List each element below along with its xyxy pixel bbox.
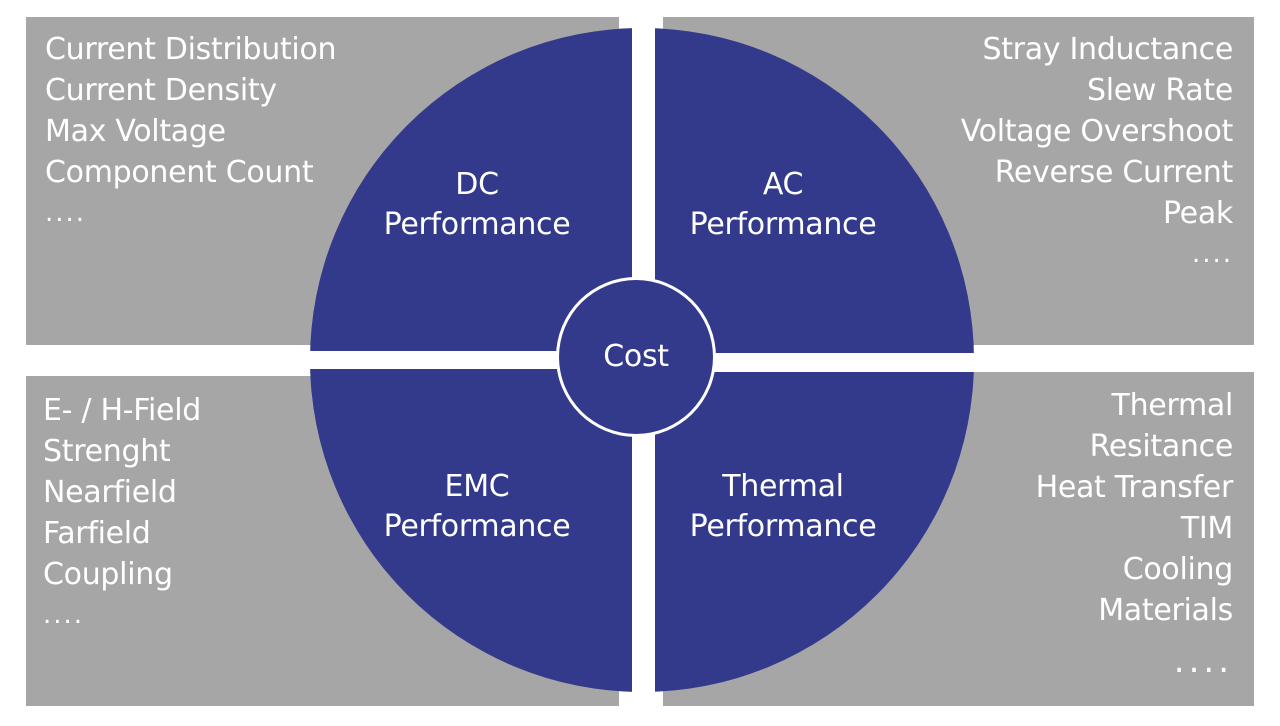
quadrant-emc-title: EMC	[444, 469, 510, 504]
list-item: E- / H-Field	[43, 393, 201, 428]
quadrant-dc-subtitle: Performance	[383, 207, 571, 242]
emc-factors-list: E- / H-Field Strenght Nearfield Farfield…	[43, 390, 201, 636]
list-item: Voltage Overshoot	[960, 114, 1234, 149]
quadrant-dc-title: DC	[455, 167, 499, 202]
list-item: Current Density	[45, 73, 277, 108]
list-item: Reverse Current	[994, 155, 1234, 190]
list-item-ellipsis: ....	[43, 600, 85, 630]
quadrant-thermal-subtitle: Performance	[689, 509, 877, 544]
quadrant-ac-subtitle: Performance	[689, 207, 877, 242]
quadrant-emc-subtitle: Performance	[383, 509, 571, 544]
quadrant-ac-title: AC	[762, 167, 804, 202]
list-item: Materials	[1098, 593, 1233, 628]
list-item: Resitance	[1089, 429, 1234, 464]
list-item-ellipsis: ....	[1191, 239, 1233, 269]
list-item: Cooling	[1122, 552, 1234, 587]
list-item: Component Count	[45, 155, 314, 190]
quadrant-emc-label: EMC Performance	[347, 467, 607, 547]
center-circle	[559, 280, 713, 434]
dc-factors-list: Current Distribution Current Density Max…	[45, 29, 337, 234]
center-cost-label: Cost	[603, 339, 669, 374]
list-item: TIM	[1180, 511, 1233, 546]
quadrant-thermal-label: Thermal Performance	[653, 467, 913, 547]
thermal-factors-list: Thermal Resitance Heat Transfer TIM Cool…	[1035, 385, 1234, 691]
list-item-ellipsis: ....	[45, 198, 87, 228]
list-item: Farfield	[43, 516, 151, 551]
quadrant-dc-label: DC Performance	[347, 165, 607, 245]
quadrant-ac-label: AC Performance	[653, 165, 913, 245]
list-item: Strenght	[43, 434, 171, 469]
list-item: Max Voltage	[45, 114, 226, 149]
list-item: Coupling	[43, 557, 173, 592]
list-item: Thermal	[1111, 388, 1234, 423]
list-item: Heat Transfer	[1035, 470, 1234, 505]
list-item: Stray Inductance	[982, 32, 1233, 67]
ac-factors-list: Stray Inductance Slew Rate Voltage Overs…	[960, 29, 1234, 275]
list-item: Nearfield	[43, 475, 177, 510]
quadrant-thermal-title: Thermal	[722, 469, 844, 504]
list-item: Slew Rate	[1087, 73, 1233, 108]
list-item: Peak	[1162, 196, 1233, 231]
list-item-ellipsis: ....	[1173, 641, 1233, 681]
list-item: Current Distribution	[45, 32, 337, 67]
